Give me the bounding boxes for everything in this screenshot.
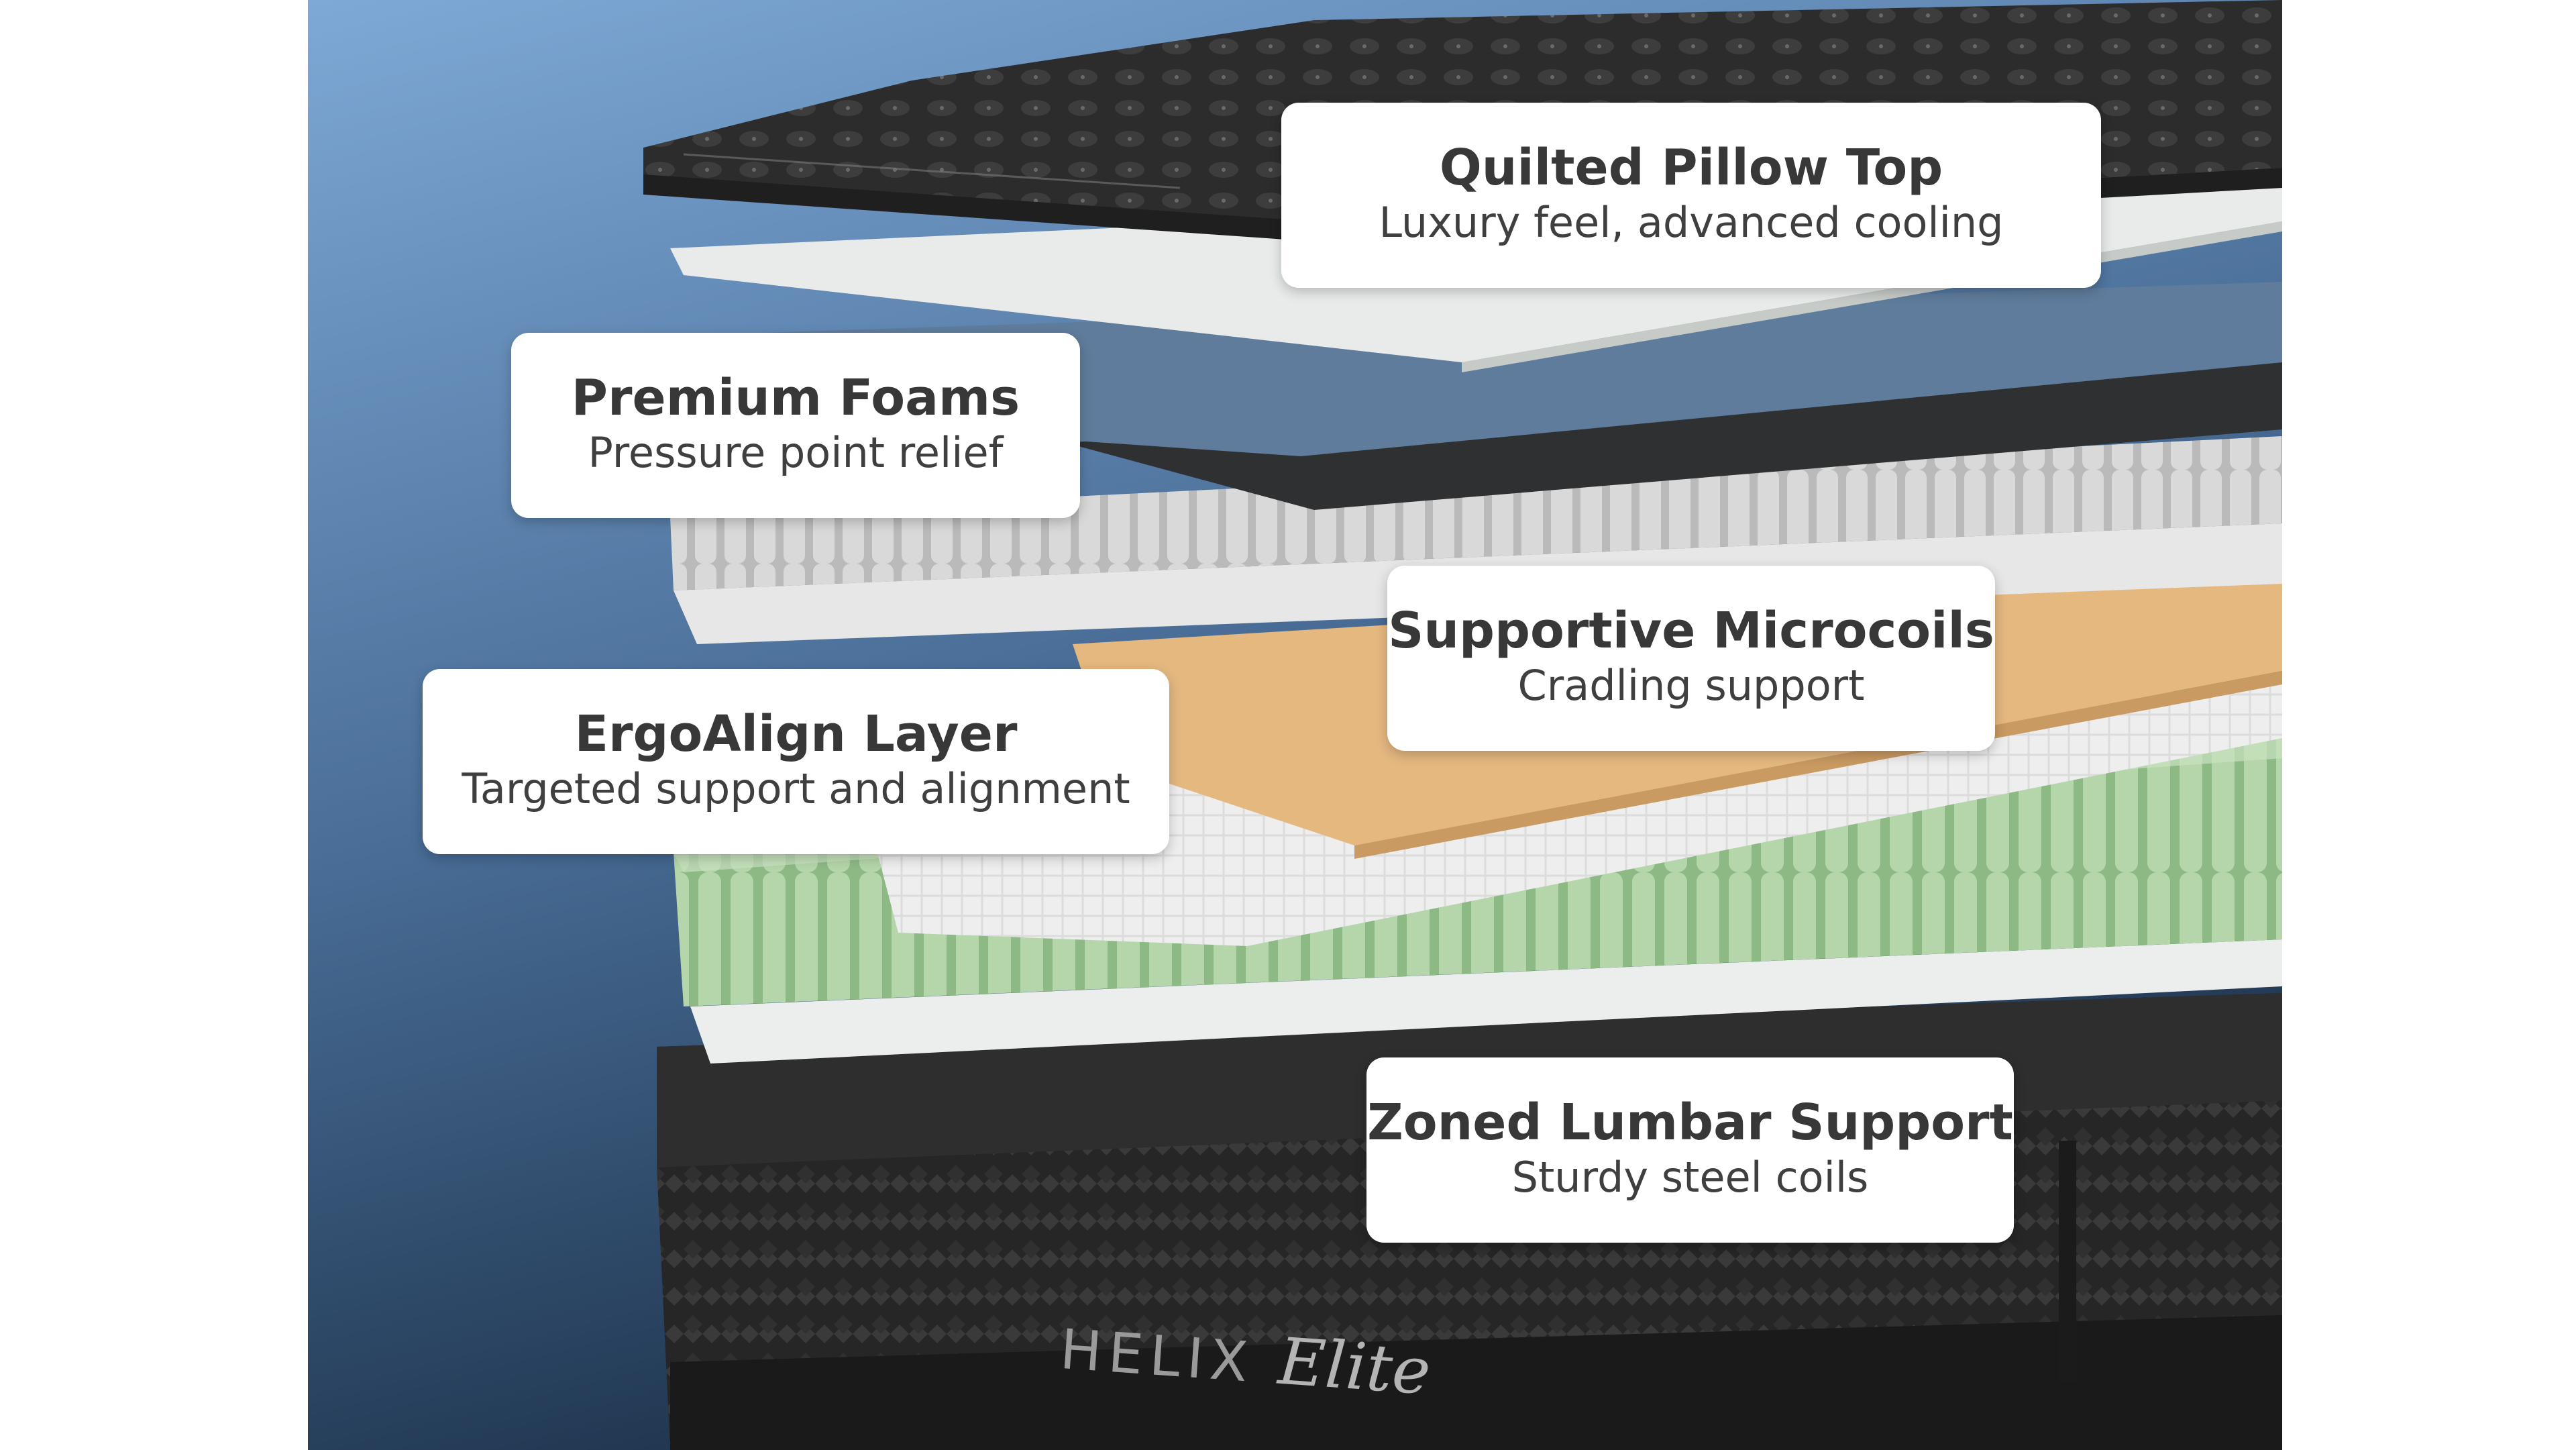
callout-subtitle: Targeted support and alignment [462, 764, 1130, 814]
callout-title: Zoned Lumbar Support [1367, 1094, 2013, 1152]
callout-premium-foams: Premium Foams Pressure point relief [511, 333, 1080, 518]
callout-subtitle: Luxury feel, advanced cooling [1379, 198, 2004, 248]
callout-title: ErgoAlign Layer [574, 705, 1018, 764]
callout-zoned-lumbar-support: Zoned Lumbar Support Sturdy steel coils [1366, 1057, 2014, 1243]
callout-supportive-microcoils: Supportive Microcoils Cradling support [1387, 566, 1995, 751]
callout-subtitle: Cradling support [1517, 661, 1865, 711]
callout-title: Premium Foams [571, 369, 1020, 427]
callout-title: Quilted Pillow Top [1439, 139, 1943, 197]
brand-name: HELIX [1058, 1317, 1256, 1395]
callout-subtitle: Sturdy steel coils [1511, 1153, 1869, 1202]
callout-title: Supportive Microcoils [1388, 602, 1994, 660]
callout-ergoalign-layer: ErgoAlign Layer Targeted support and ali… [423, 669, 1169, 854]
callout-quilted-pillow-top: Quilted Pillow Top Luxury feel, advanced… [1281, 103, 2101, 288]
callout-subtitle: Pressure point relief [588, 428, 1004, 478]
brand-model: Elite [1275, 1323, 1434, 1410]
